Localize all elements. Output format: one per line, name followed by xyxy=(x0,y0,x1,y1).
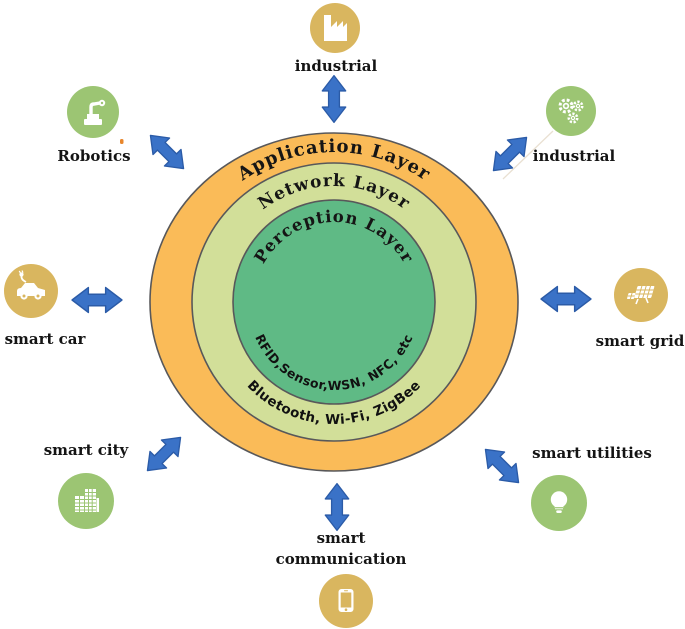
node-smart-communication: smart communication xyxy=(276,529,407,628)
node-label-industrial-right: industrial xyxy=(533,147,616,165)
accent-tick xyxy=(120,139,124,144)
node-label-smart-city: smart city xyxy=(44,441,130,459)
smartphone-icon xyxy=(338,589,354,612)
gears-icon xyxy=(558,98,584,124)
node-label-smart-communication-line2: communication xyxy=(276,550,407,568)
layer-rings xyxy=(149,132,519,472)
node-smart-utilities: smart utilities xyxy=(531,444,652,531)
arrow-robotics xyxy=(141,126,193,178)
node-label-robotics: Robotics xyxy=(57,147,130,165)
node-label-industrial-top: industrial xyxy=(295,57,378,75)
perception-layer-ring xyxy=(232,199,436,405)
node-smart-city: smart city xyxy=(44,441,130,529)
node-smart-car: smart car xyxy=(4,264,87,348)
solar-panel-icon xyxy=(627,286,655,305)
arrow-smart-grid xyxy=(540,285,592,313)
robot-arm-icon xyxy=(84,99,106,125)
node-robotics: Robotics xyxy=(57,86,131,165)
node-label-smart-communication-line1: smart xyxy=(317,529,366,547)
arrow-smart-utilities xyxy=(476,440,528,492)
node-industrial-top: industrial xyxy=(295,3,378,75)
arrow-industrial-top xyxy=(321,74,347,124)
robot-arm-icon-circle xyxy=(67,86,119,138)
node-label-smart-utilities: smart utilities xyxy=(532,444,652,462)
node-industrial-right: industrial xyxy=(502,86,616,180)
gears-icon-circle xyxy=(546,86,596,136)
electric-car-icon xyxy=(17,270,45,300)
arrow-smart-car xyxy=(71,286,123,314)
node-smart-grid: smart grid xyxy=(596,268,685,350)
factory-icon xyxy=(324,15,347,41)
buildings-icon xyxy=(75,489,99,512)
arrow-smart-communication xyxy=(324,482,350,532)
arrow-industrial-right xyxy=(484,128,536,180)
light-bulb-icon xyxy=(550,491,568,513)
arrow-smart-city xyxy=(138,428,190,480)
leader-line xyxy=(502,130,554,180)
node-label-smart-grid: smart grid xyxy=(596,332,685,350)
node-label-smart-car: smart car xyxy=(5,330,87,348)
